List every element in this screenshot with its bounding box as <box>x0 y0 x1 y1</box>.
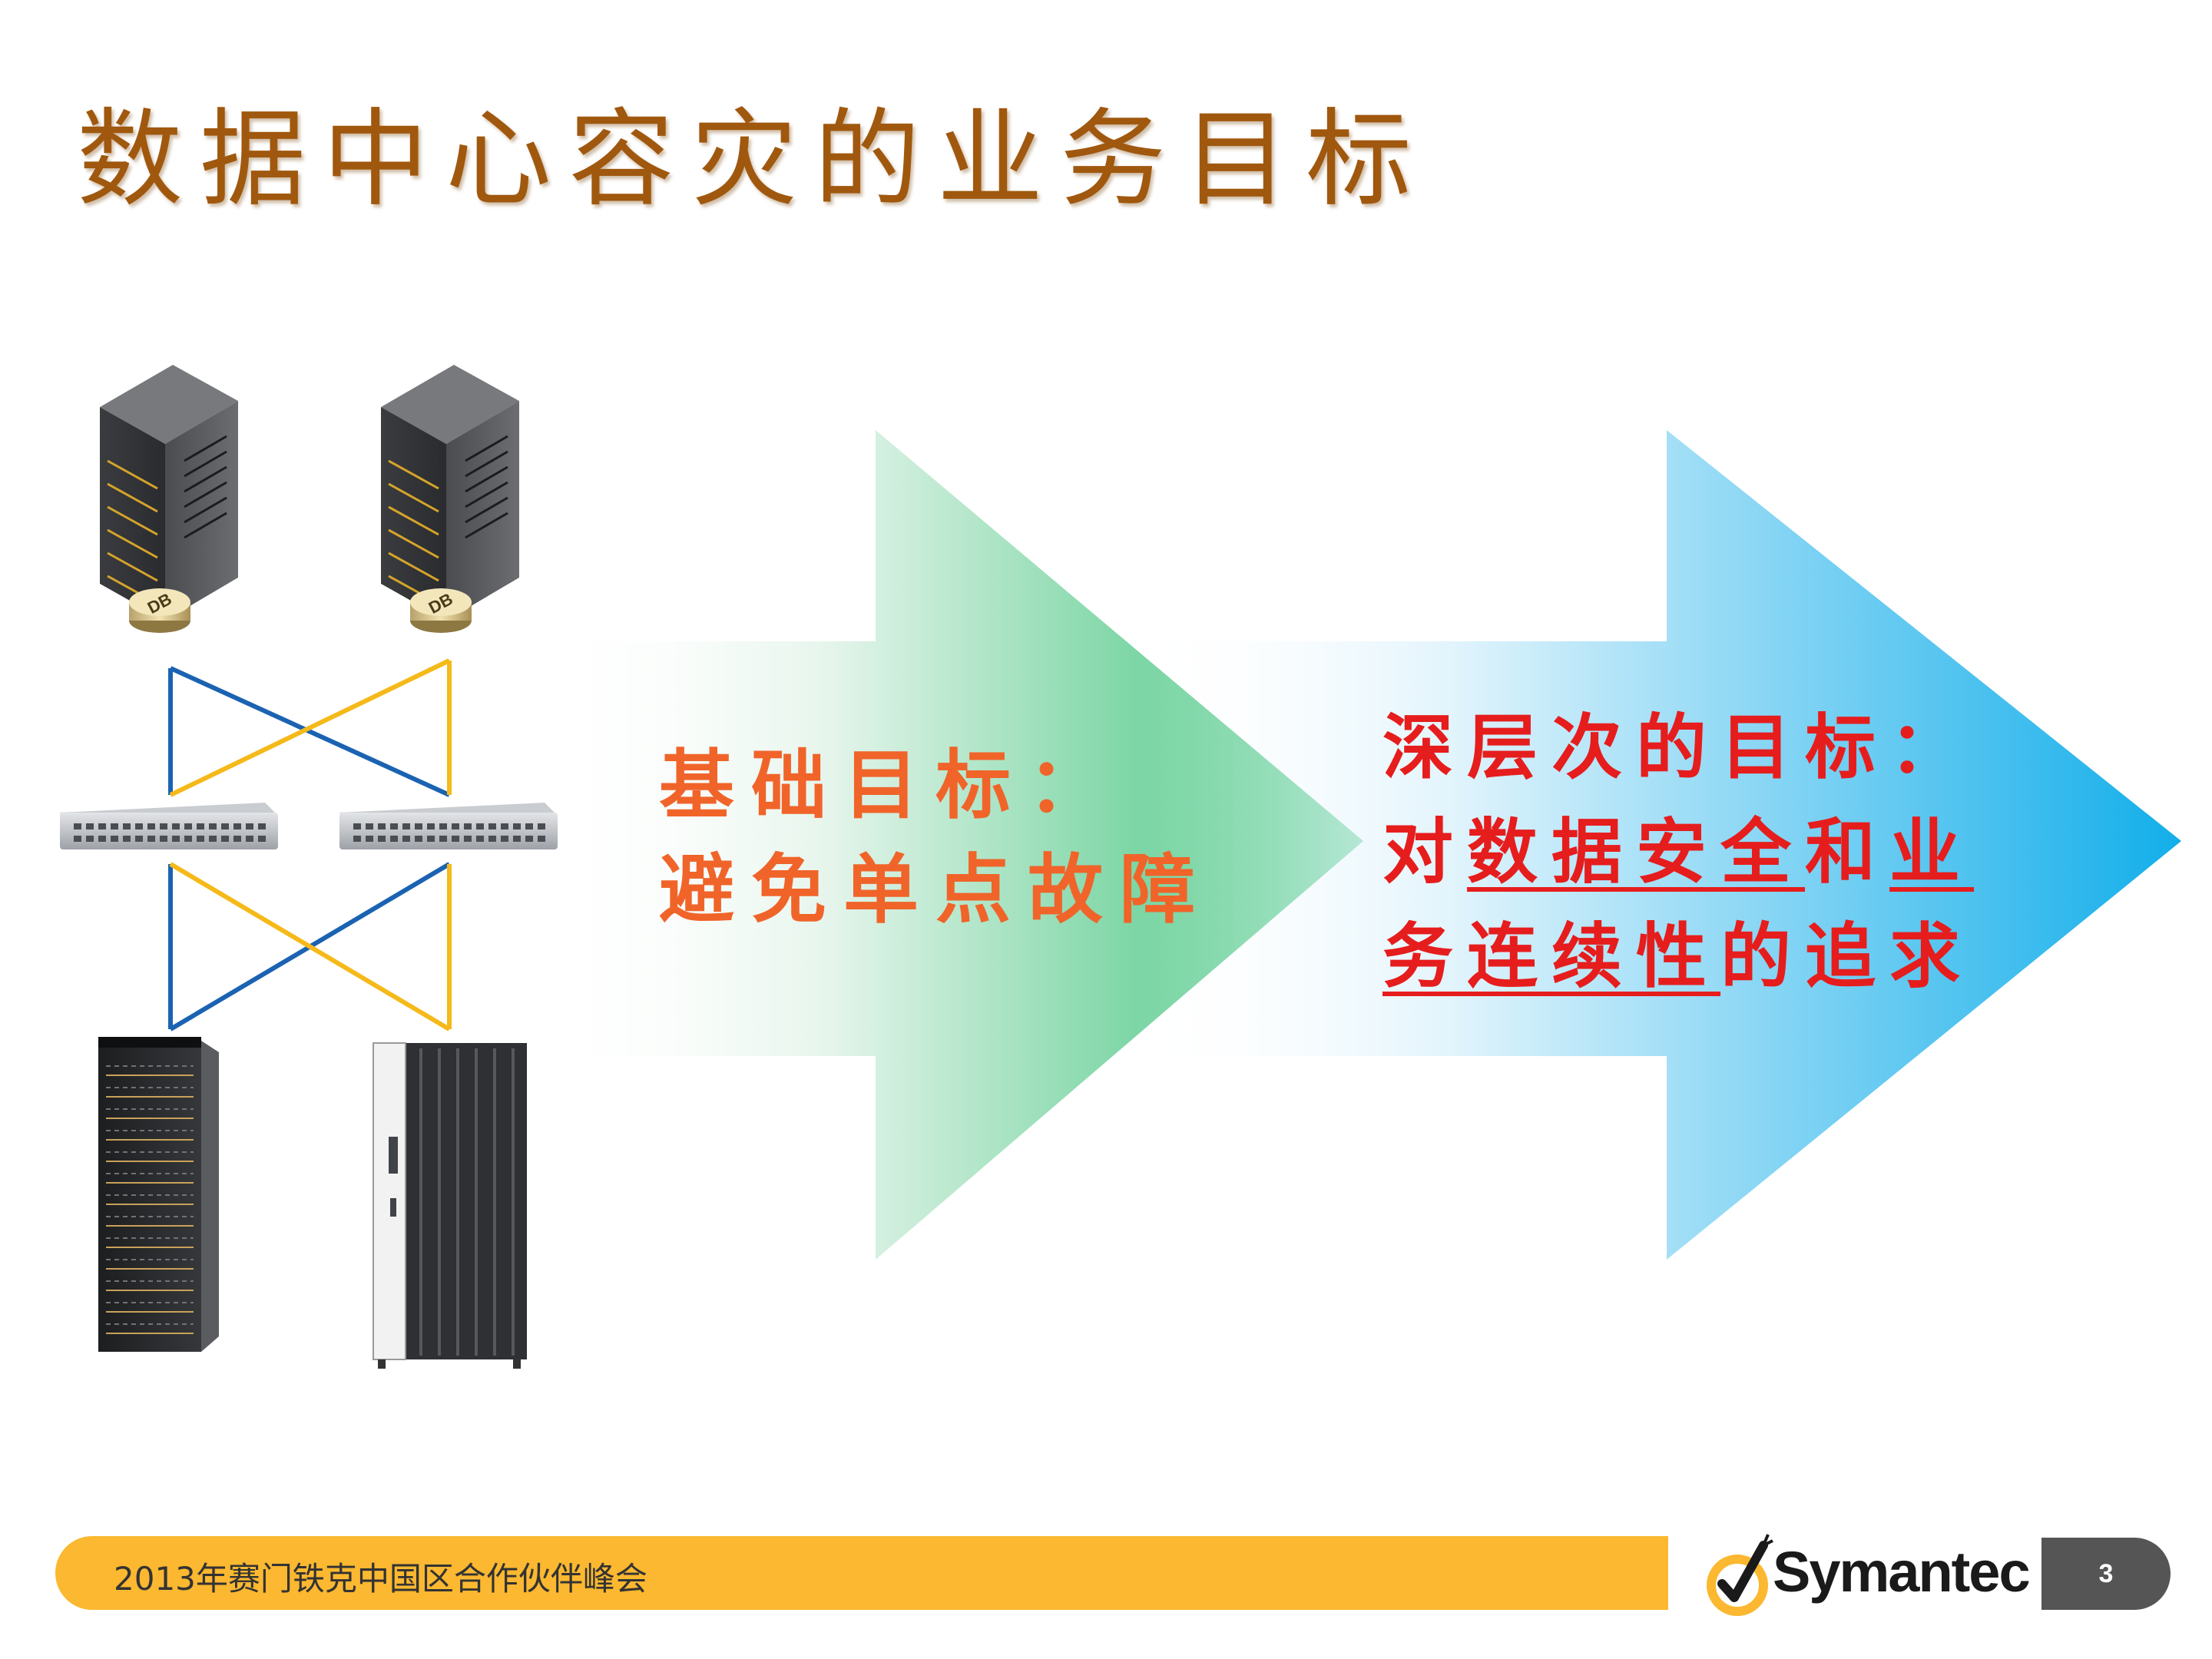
deep-goal-text: 深层次的目标： 对数据安全和业 务连续性的追求 <box>1382 695 1974 1008</box>
switch-storage-links <box>168 862 452 1031</box>
basic-goal-line-1: 基础目标： <box>659 741 1121 830</box>
symantec-check-icon <box>1707 1534 1773 1616</box>
deep-goal-line-3-part-b: 的追求 <box>1720 915 1975 998</box>
database-server-1: DB <box>100 365 238 633</box>
goal-arrow-basic <box>538 430 1363 1260</box>
page-number-tab <box>2041 1538 2171 1610</box>
database-server-2: DB <box>381 365 519 633</box>
deep-goal-line-2-part-d: 业 <box>1889 810 1975 893</box>
deep-goal-line-1: 深层次的目标： <box>1382 706 1975 789</box>
fc-switch-1 <box>60 803 278 849</box>
goal-arrow-deep <box>1137 430 2181 1260</box>
deep-goal-data-security: 数据安全 <box>1467 810 1806 893</box>
deep-goal-line-2: 对数据安全和业 <box>1382 800 1974 904</box>
deep-goal-line-3: 务连续性的追求 <box>1382 904 1974 1008</box>
footer-bar <box>55 1536 1668 1610</box>
footer-event-title: 2013年赛门铁克中国区合作伙伴峰会 <box>114 1560 647 1598</box>
brand-logo-text: Symantec <box>1773 1540 2031 1604</box>
storage-array-2 <box>373 1042 527 1369</box>
page-number: 3 <box>2098 1559 2114 1588</box>
fc-switch-2 <box>339 803 558 849</box>
server-switch-links <box>168 658 452 797</box>
basic-goal-line-2: 避免单点故障 <box>659 846 1213 934</box>
deep-goal-line-2-part-c: 和 <box>1805 810 1890 893</box>
storage-array-1 <box>98 1037 219 1352</box>
deep-goal-business-continuity: 务连续性 <box>1382 915 1721 998</box>
deep-goal-line-2-part-a: 对 <box>1382 810 1468 893</box>
page-title: 数据中心容灾的业务目标 <box>77 98 1429 221</box>
basic-goal-text: 基础目标： 避免单点故障 <box>659 733 1212 942</box>
